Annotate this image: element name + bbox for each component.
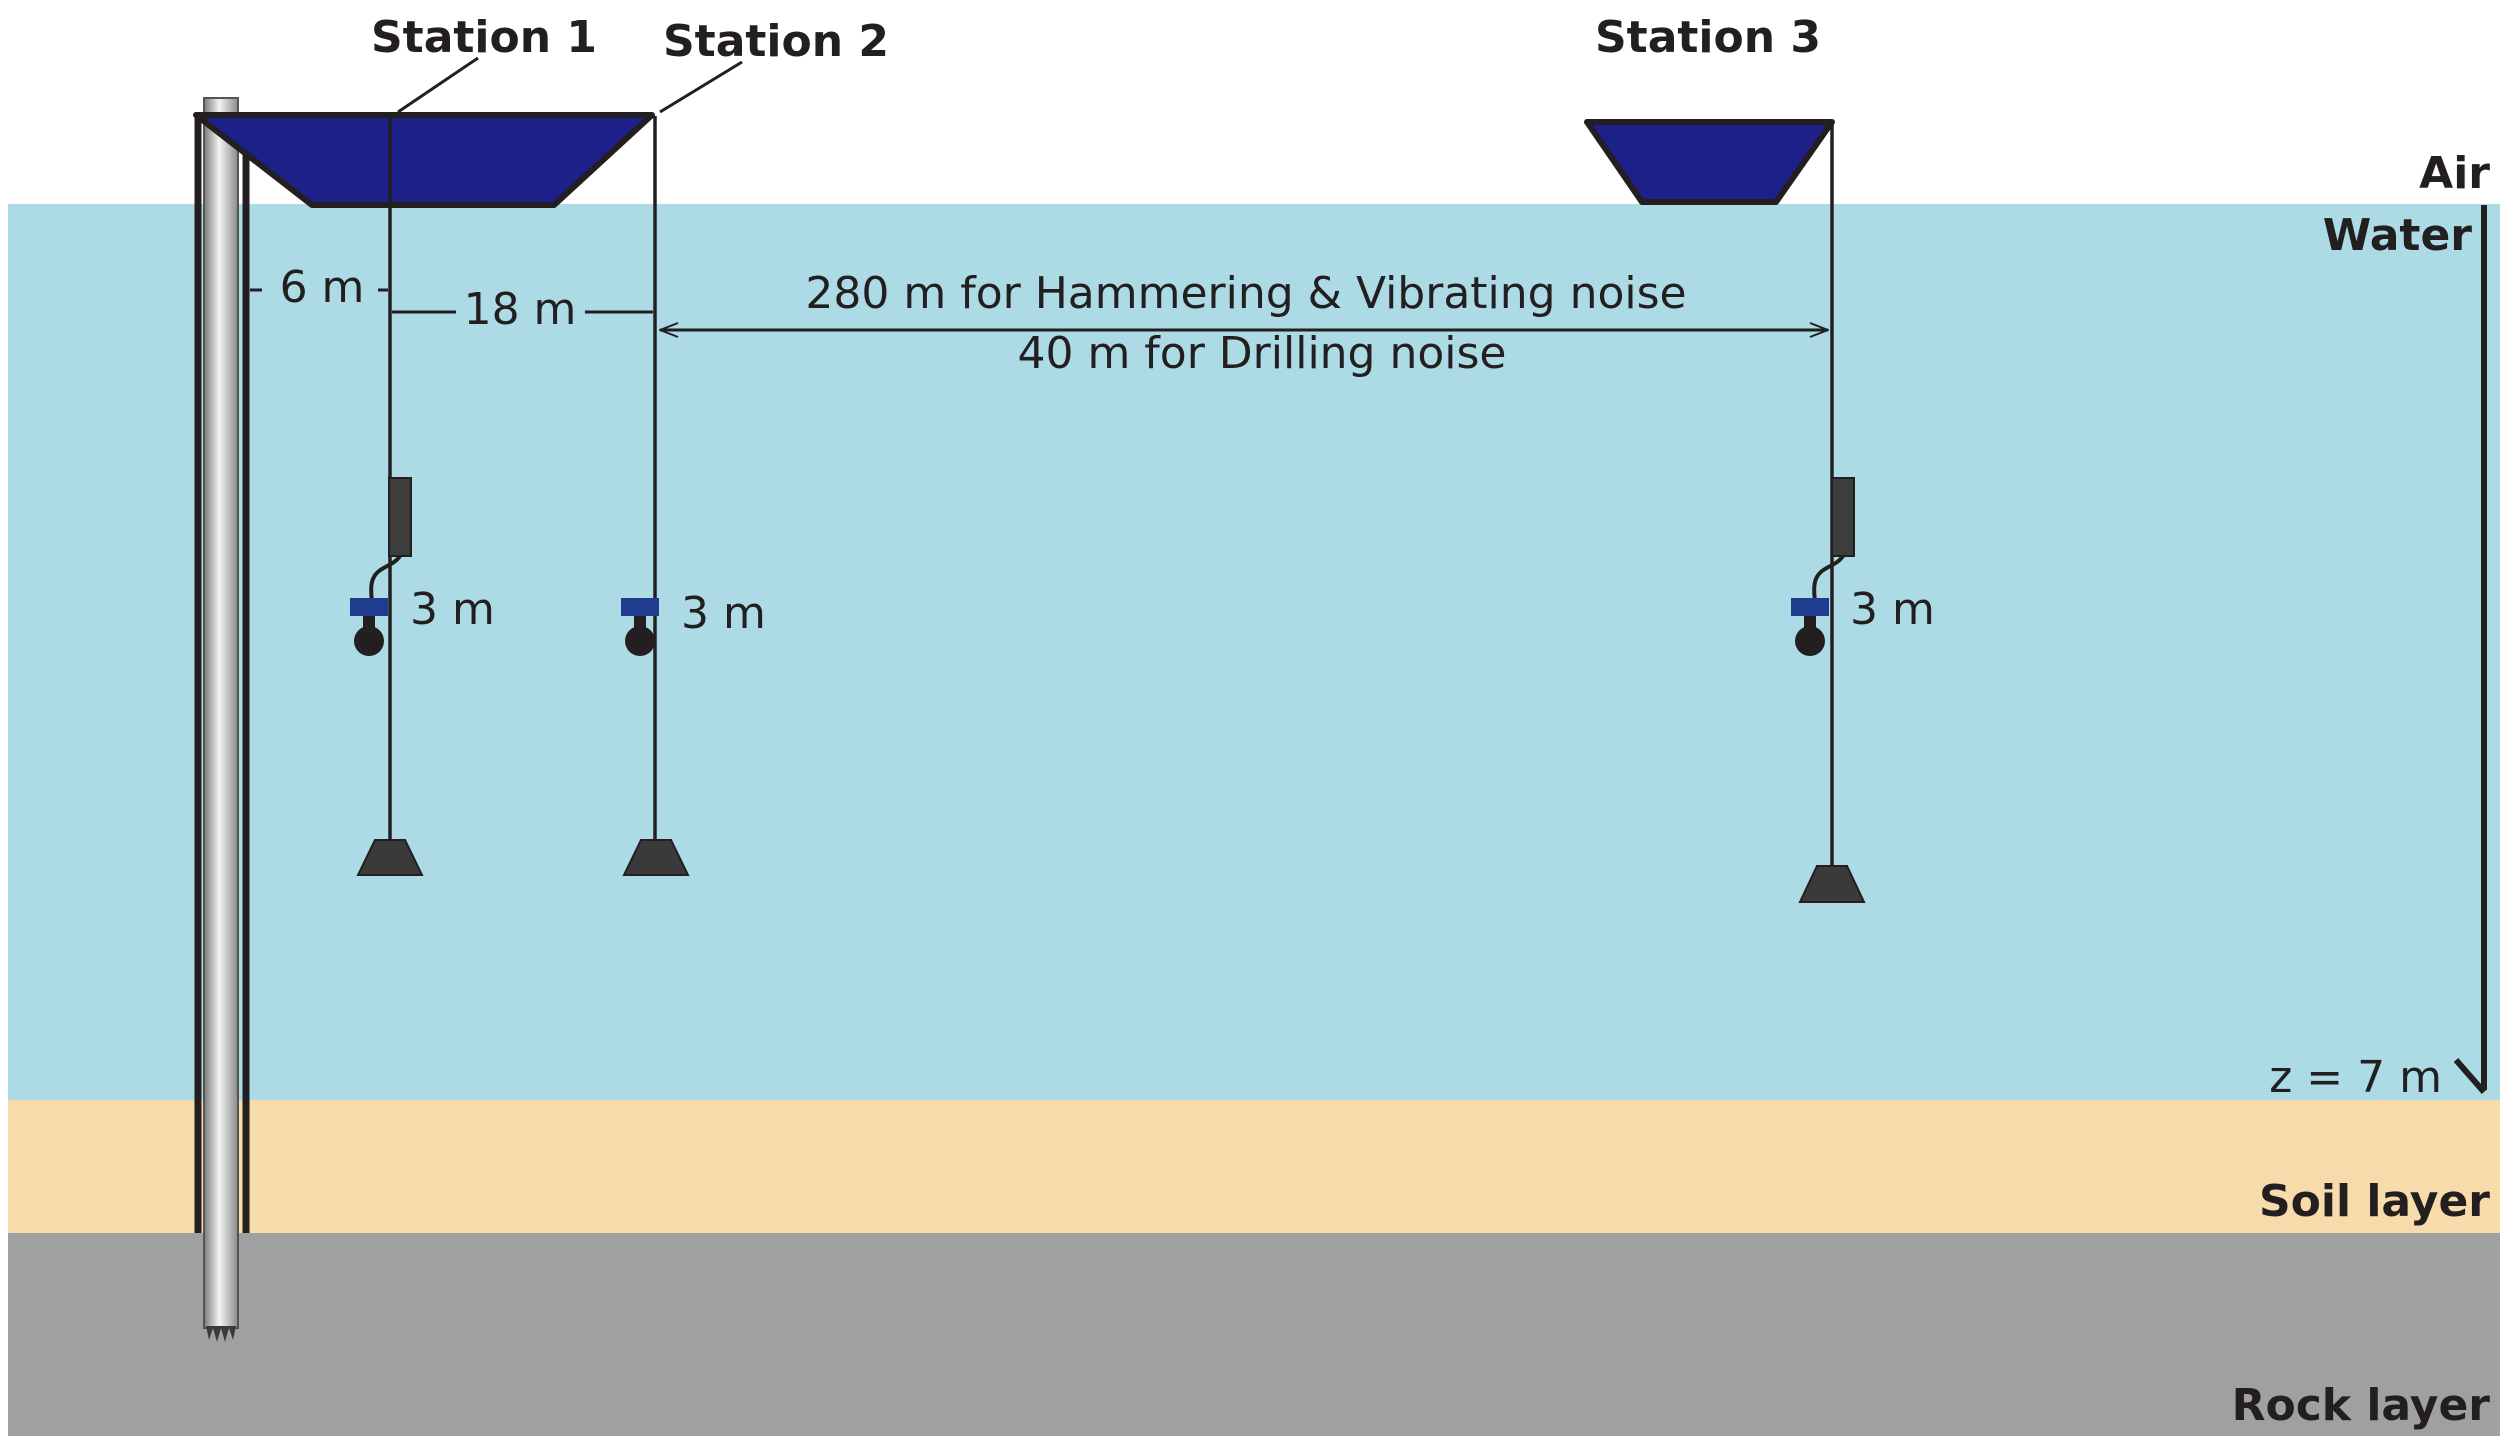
station3-hydrophone-neck (1804, 616, 1816, 628)
station1-recorder (388, 477, 412, 557)
station3-hydrophone-depth: 3 m (1850, 584, 1935, 635)
pile-toe (206, 1326, 236, 1342)
station2-hydrophone-band (621, 598, 659, 616)
station2-hydrophone-depth: 3 m (681, 588, 766, 639)
depth-arrow-head (2453, 1058, 2487, 1094)
pile-shaft (203, 97, 239, 1329)
station1-hydrophone-depth: 3 m (410, 584, 495, 635)
rock-layer-label: Rock layer (2232, 1380, 2491, 1431)
station1-anchor (356, 839, 424, 876)
soil-layer-label: Soil layer (2259, 1176, 2490, 1227)
distance-6m-label: 6 m (280, 262, 365, 313)
rock-layer (8, 1233, 2500, 1436)
station1-hydrophone-neck (363, 616, 375, 628)
pile (194, 97, 250, 1342)
station1-leader-line (397, 56, 479, 114)
station3-anchor (1798, 865, 1866, 903)
water-layer (8, 204, 2500, 1100)
soil-layer (8, 1100, 2500, 1233)
station2-anchor (622, 839, 690, 876)
station3-float (1584, 119, 1835, 205)
station1-2-float (193, 112, 655, 208)
water-label: Water (2323, 210, 2473, 261)
station3-label: Station 3 (1595, 12, 1821, 63)
station3-hydrophone (1795, 626, 1825, 656)
station3-recorder (1831, 477, 1855, 557)
station1-hydrophone (354, 626, 384, 656)
station2-hydrophone (625, 626, 655, 656)
station1-label: Station 1 (371, 12, 597, 63)
station2-hydrophone-neck (634, 616, 646, 628)
station3-hydrophone-band (1791, 598, 1829, 616)
distance-18m-label: 18 m (464, 284, 577, 335)
air-label: Air (2419, 148, 2490, 199)
depth-label: z = 7 m (2269, 1052, 2442, 1103)
station2-leader-line (659, 60, 743, 114)
distance-drilling-label: 40 m for Drilling noise (1017, 328, 1506, 379)
distance-hammering-label: 280 m for Hammering & Vibrating noise (805, 268, 1686, 319)
station1-hydrophone-band (350, 598, 388, 616)
station2-label: Station 2 (663, 16, 889, 67)
